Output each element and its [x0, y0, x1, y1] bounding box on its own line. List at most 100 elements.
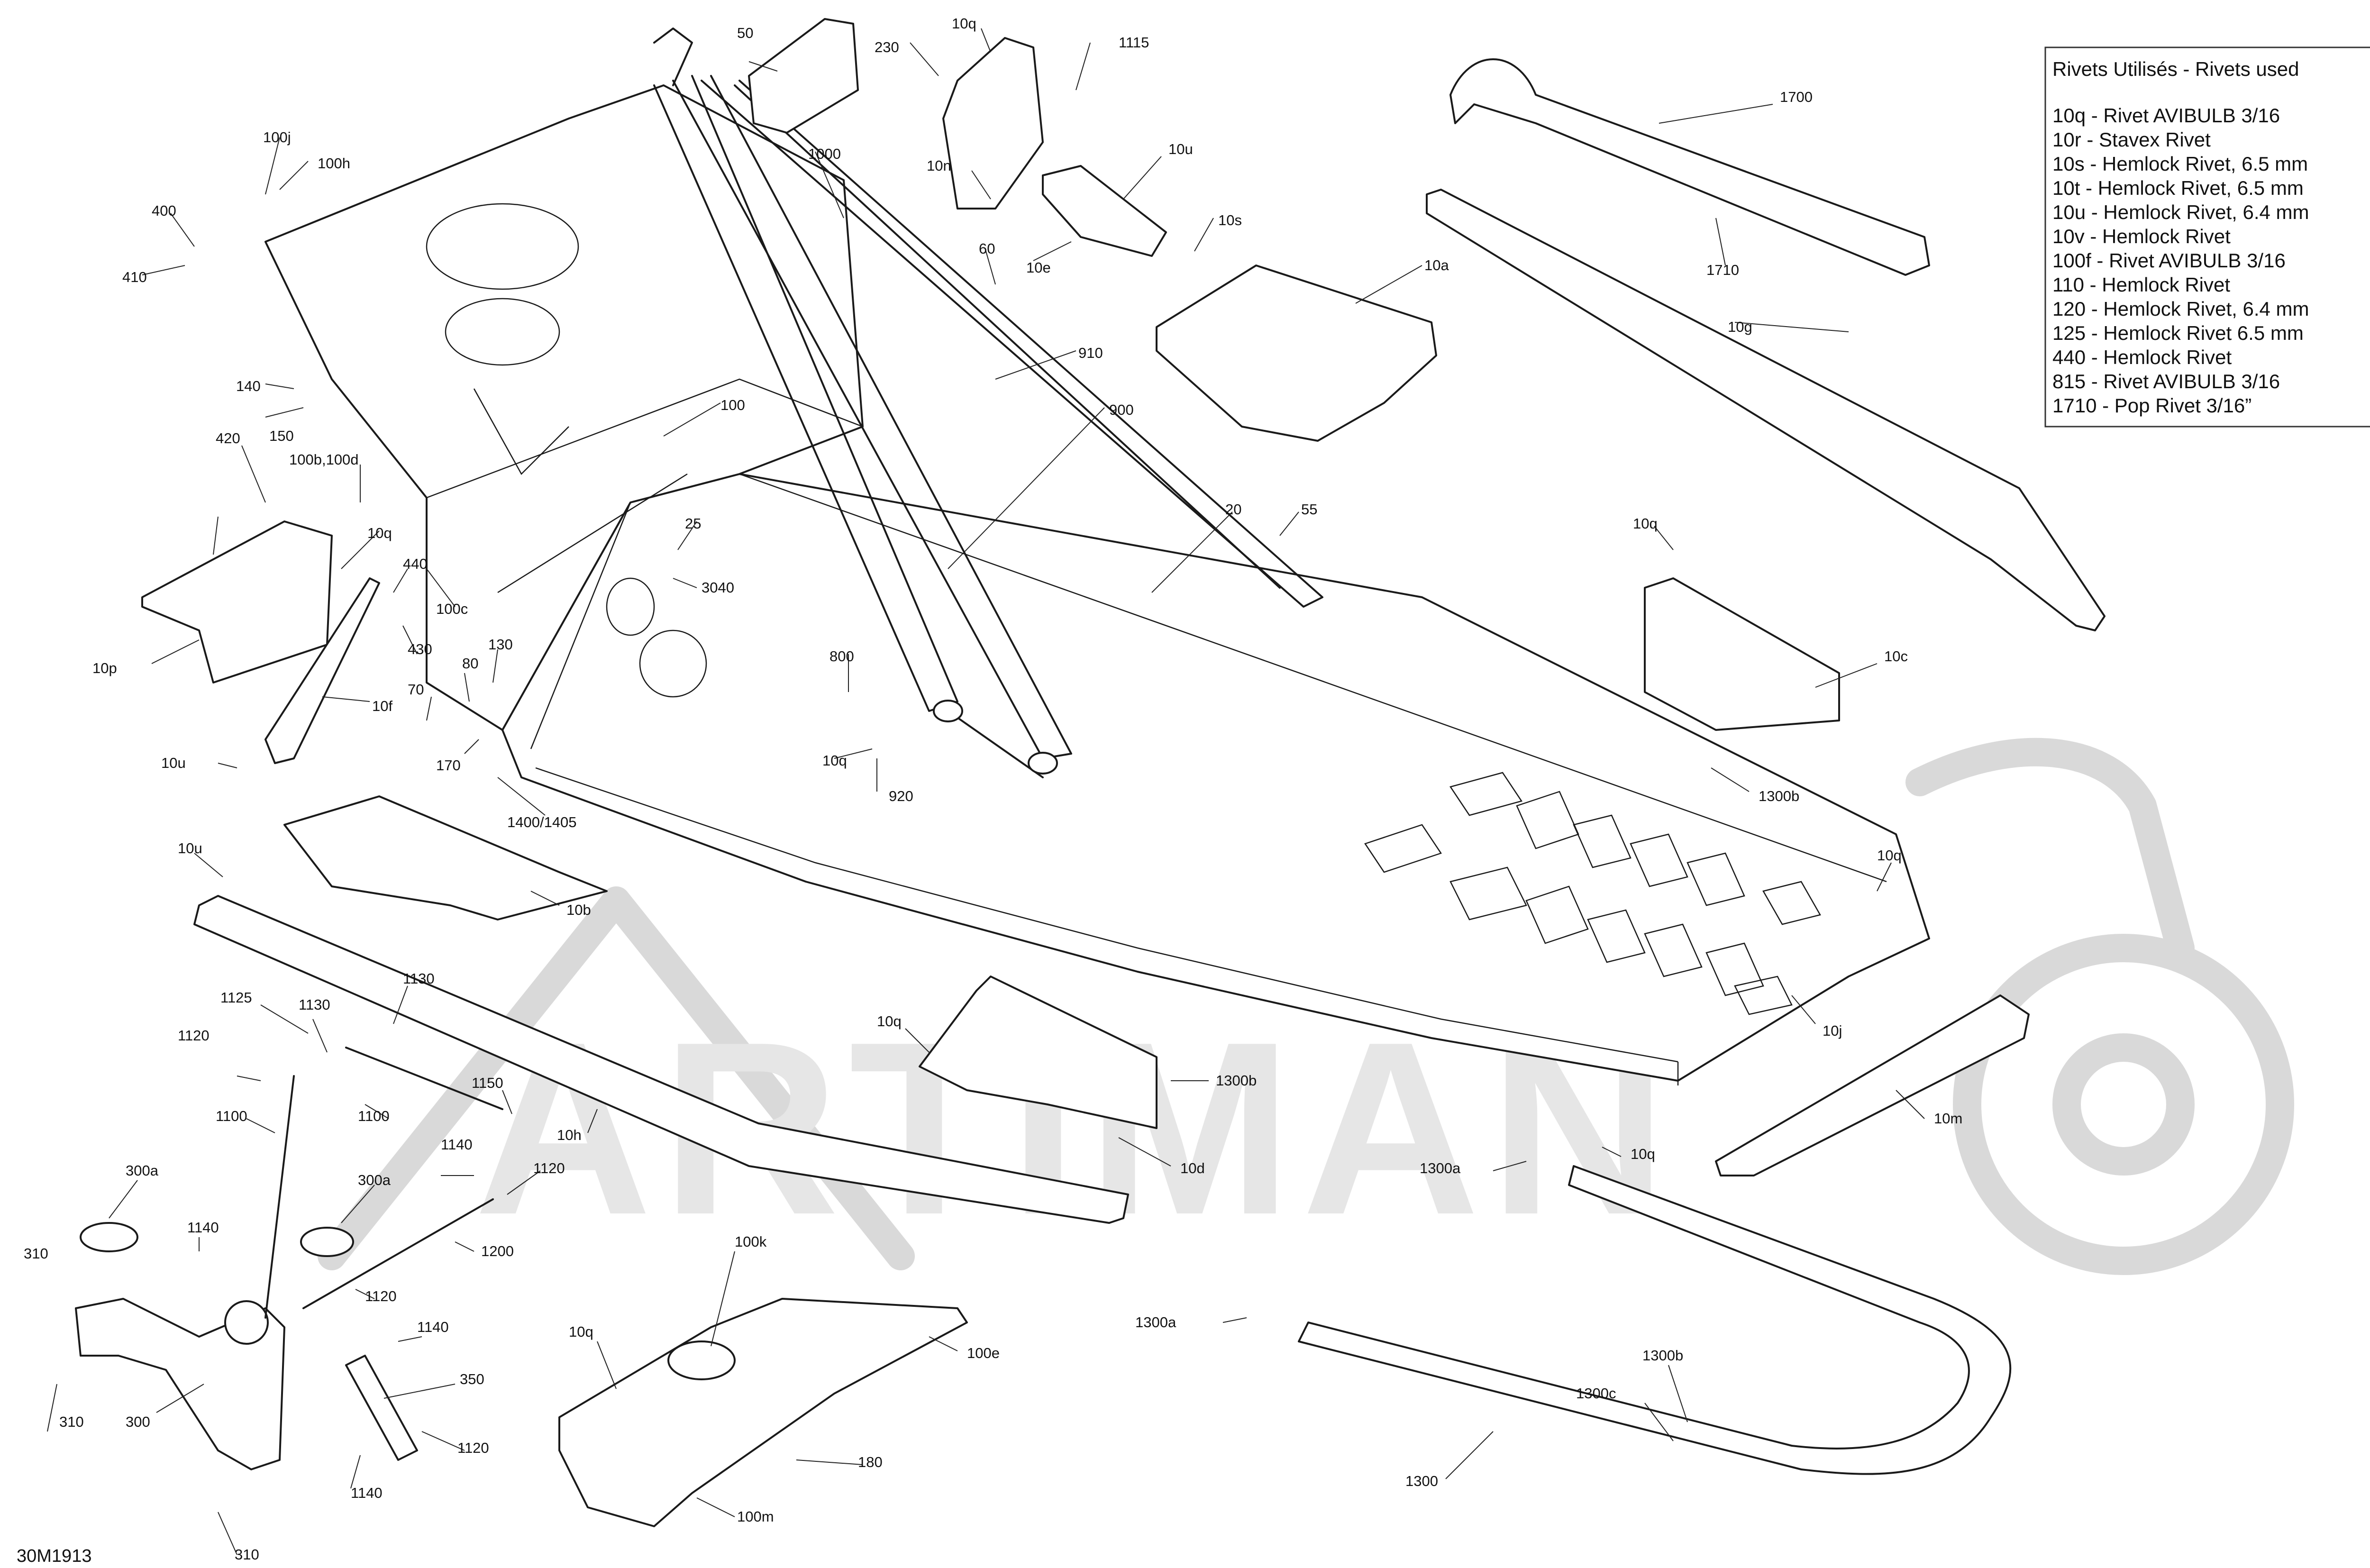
label-440: 440: [403, 556, 428, 572]
label-10u: 10u: [1168, 141, 1193, 157]
legend-frame: [2044, 46, 2370, 428]
label-1100-b: 1100: [358, 1108, 390, 1124]
tunnel-cutouts: [1364, 772, 1821, 1015]
plate-50: [748, 18, 859, 134]
skid-plate-100e: [558, 1298, 968, 1527]
label-300: 300: [126, 1413, 150, 1430]
label-60: 60: [979, 240, 995, 257]
watermark-wheel: [1953, 934, 2294, 1275]
footrest-10g: [1426, 189, 2106, 631]
label-1140-c: 1140: [417, 1319, 449, 1335]
label-100b-100d: 100b,100d: [289, 451, 359, 468]
legend-item: 10v - Hemlock Rivet: [2052, 225, 2231, 247]
front-frame: [264, 84, 864, 731]
label-10q-rear: 10q: [1877, 847, 1902, 864]
label-1120-b: 1120: [533, 1160, 565, 1176]
label-920: 920: [889, 788, 913, 804]
label-20: 20: [1225, 501, 1241, 518]
label-10g: 10g: [1728, 319, 1752, 335]
legend-item: 10t - Hemlock Rivet, 6.5 mm: [2052, 177, 2304, 199]
label-1140-d: 1140: [351, 1485, 383, 1501]
rod-1100a: [264, 1075, 295, 1319]
label-1130-b: 1130: [403, 970, 435, 987]
label-10q-right: 10q: [1633, 515, 1658, 532]
label-1700: 1700: [1780, 89, 1813, 105]
label-1300: 1300: [1405, 1473, 1438, 1489]
label-1120-a: 1120: [178, 1027, 210, 1044]
label-1710: 1710: [1706, 262, 1739, 278]
label-50: 50: [737, 25, 753, 41]
label-170: 170: [436, 757, 461, 774]
footrest-10h: [193, 895, 1129, 1224]
legend-item: 120 - Hemlock Rivet, 6.4 mm: [2052, 298, 2309, 320]
label-10q-loop: 10q: [1631, 1146, 1655, 1162]
label-1300b-top: 1300b: [1759, 788, 1799, 804]
label-10e: 10e: [1026, 259, 1051, 276]
label-1100-a: 1100: [216, 1108, 247, 1124]
label-430: 430: [408, 641, 432, 657]
label-350: 350: [460, 1371, 484, 1387]
label-420: 420: [216, 430, 240, 447]
legend-item: 815 - Rivet AVIBULB 3/16: [2052, 370, 2280, 392]
label-800: 800: [830, 648, 854, 665]
label-310-b: 310: [59, 1413, 84, 1430]
rod-1100b: [345, 1047, 503, 1110]
label-1115: 1115: [1119, 34, 1149, 51]
rod-1200: [302, 1198, 494, 1309]
bracket-10e: [1042, 165, 1167, 257]
cover-10a: [1156, 264, 1437, 442]
label-1200: 1200: [481, 1243, 514, 1259]
reference-code: 30M1913: [17, 1546, 91, 1566]
label-1300c: 1300c: [1576, 1385, 1616, 1402]
belly-pan-10b: [283, 795, 608, 921]
label-1140-a: 1140: [441, 1136, 473, 1153]
label-100e: 100e: [967, 1345, 1000, 1361]
legend-item: 100f - Rivet AVIBULB 3/16: [2052, 249, 2286, 272]
label-10q: 10q: [952, 15, 976, 32]
legend-item: 10r - Stavex Rivet: [2052, 128, 2211, 151]
legend-item: 10q - Rivet AVIBULB 3/16: [2052, 104, 2280, 127]
legend-item: 10s - Hemlock Rivet, 6.5 mm: [2052, 153, 2308, 175]
label-100j: 100j: [263, 129, 291, 146]
legend-item: 125 - Hemlock Rivet 6.5 mm: [2052, 322, 2304, 344]
rear-loop-1300: [1298, 1165, 2012, 1475]
label-130: 130: [488, 636, 513, 653]
label-3040: 3040: [702, 579, 734, 596]
label-70: 70: [408, 681, 424, 698]
label-1130-a: 1130: [299, 996, 330, 1013]
label-100k: 100k: [735, 1233, 767, 1250]
label-1150: 1150: [472, 1075, 503, 1091]
label-10u-pan: 10u: [178, 840, 202, 857]
label-10d: 10d: [1180, 1160, 1205, 1176]
label-10u-left: 10u: [161, 755, 186, 771]
label-100c: 100c: [436, 601, 468, 617]
bumper-300a-left: [80, 1222, 138, 1252]
label-55: 55: [1301, 501, 1317, 518]
upper-column: [653, 27, 1323, 778]
label-1400-1405: 1400/1405: [507, 814, 577, 830]
label-10m: 10m: [1934, 1110, 1962, 1127]
rivet-legend: Rivets Utilisés - Rivets used 10q - Rive…: [2044, 46, 2370, 428]
label-400: 400: [152, 202, 176, 219]
label-1300b-mid: 1300b: [1216, 1072, 1257, 1089]
label-1120-d: 1120: [457, 1440, 489, 1456]
label-10q-skid: 10q: [569, 1323, 593, 1340]
label-1300b-low: 1300b: [1642, 1347, 1683, 1364]
rail-1700: [1449, 58, 1930, 276]
label-1300a-a: 1300a: [1420, 1160, 1461, 1176]
watermark-hub: [2052, 1033, 2195, 1176]
label-1120-c: 1120: [365, 1288, 397, 1304]
label-10a: 10a: [1424, 257, 1449, 273]
label-310-c: 310: [235, 1546, 259, 1563]
leader-lines: [47, 28, 1925, 1555]
legend-item: 10u - Hemlock Rivet, 6.4 mm: [2052, 201, 2309, 223]
part-labels: 50 10q 1115 230 1700 100j 100h 10n 10u 1…: [24, 15, 1962, 1563]
label-25: 25: [685, 515, 701, 532]
bracket-10f: [264, 577, 380, 764]
label-900: 900: [1109, 401, 1134, 418]
label-1140-b: 1140: [187, 1219, 219, 1236]
label-10j: 10j: [1823, 1022, 1842, 1039]
bumper-10m: [1715, 994, 2030, 1176]
link-350: [345, 1355, 418, 1461]
